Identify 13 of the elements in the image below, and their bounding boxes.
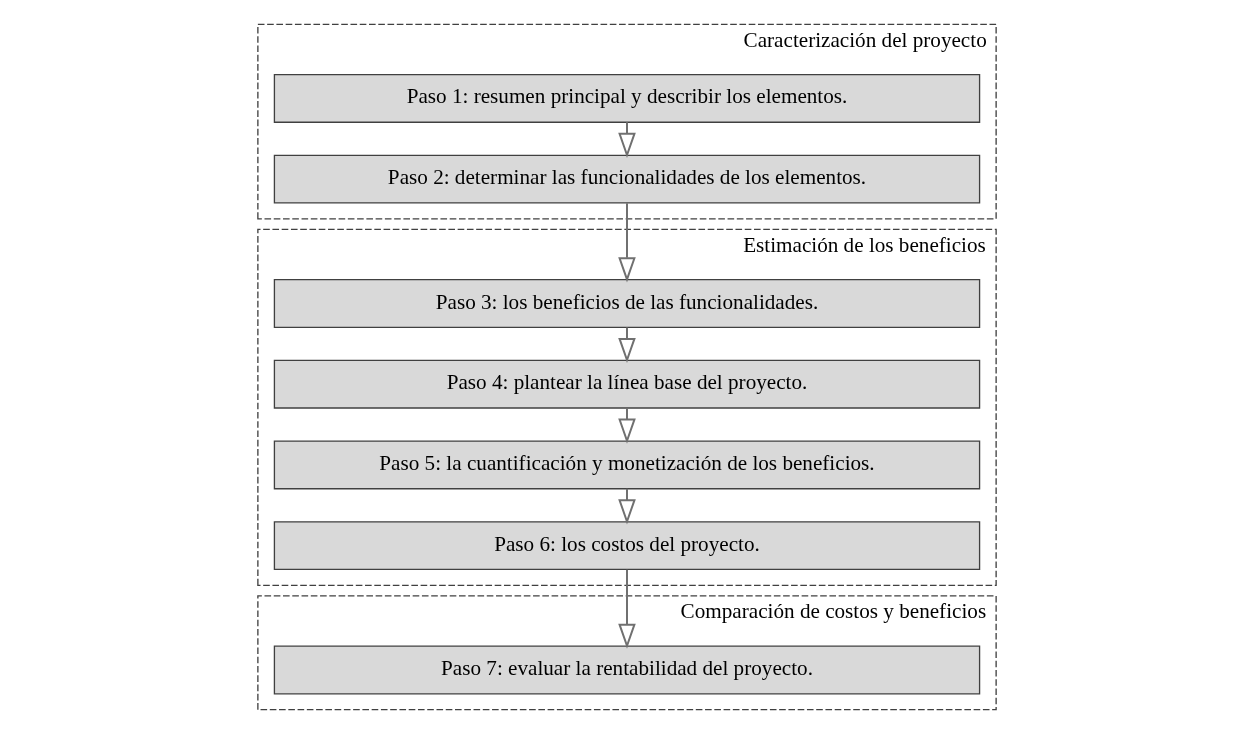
arrow — [618, 326, 636, 364]
node-box: Paso 6: los costos del proyecto. — [273, 521, 981, 571]
node-box: Paso 2: determinar las funcionalidades de los elementos. — [273, 154, 981, 204]
arrow — [618, 121, 636, 158]
node-box: Paso 7: evaluar la rentabilidad del proyecto. — [273, 645, 981, 695]
node-box: Paso 4: plantear la línea base del proyecto. — [273, 359, 981, 409]
arrow — [618, 487, 636, 525]
node-box: Paso 3: los beneficios de las funcionalidades. — [273, 279, 981, 328]
arrow — [618, 407, 636, 444]
node-box: Paso 5: la cuantificación y monetización de los beneficios. — [273, 440, 981, 490]
node-box: Paso 1: resumen principal y describir los elementos. — [273, 73, 981, 123]
arrow — [618, 202, 636, 283]
arrow — [618, 568, 636, 649]
